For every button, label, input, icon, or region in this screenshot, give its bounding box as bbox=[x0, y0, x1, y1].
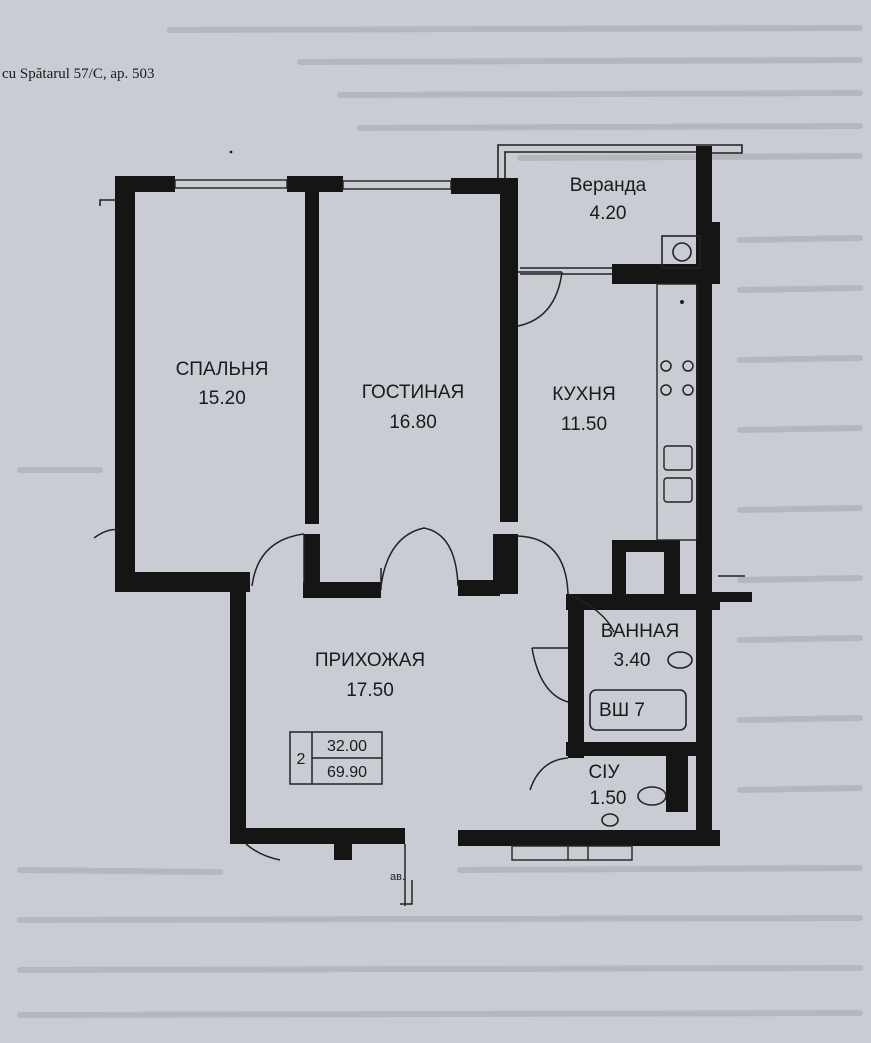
entrance-label: ав. bbox=[390, 871, 405, 883]
dot-mark bbox=[229, 150, 233, 154]
room-hallway-area: 17.50 bbox=[346, 680, 394, 701]
room-bathroom-area: 3.40 bbox=[614, 650, 651, 671]
room-bathroom-name: ВАННАЯ bbox=[601, 621, 680, 642]
room-bedroom-area: 15.20 bbox=[198, 388, 246, 409]
summary-total-area: 69.90 bbox=[327, 764, 367, 781]
room-kitchen-area: 11.50 bbox=[561, 414, 607, 435]
address-text: cu Spătarul 57/C, ap. 503 bbox=[2, 66, 154, 82]
background-text-lines bbox=[17, 25, 863, 1018]
room-kitchen-name: КУХНЯ bbox=[552, 384, 615, 405]
room-bedroom-name: СПАЛЬНЯ bbox=[176, 359, 269, 380]
walls bbox=[99, 146, 752, 860]
kitchen-fixtures bbox=[656, 235, 701, 541]
doors bbox=[93, 271, 615, 906]
room-hallway-name: ПРИХОЖАЯ bbox=[315, 650, 425, 671]
summary-rooms-count: 2 bbox=[297, 751, 306, 768]
bathroom-fixtures bbox=[589, 651, 693, 827]
room-living-name: ГОСТИНАЯ bbox=[362, 382, 464, 403]
room-veranda-name: Веранда bbox=[570, 175, 647, 196]
bottom-windows bbox=[511, 845, 633, 861]
room-toilet-area: 1.50 bbox=[590, 788, 627, 809]
summary-living-area: 32.00 bbox=[327, 738, 367, 755]
room-toilet-name: СIУ bbox=[588, 762, 620, 783]
area-summary-box: 2 32.00 69.90 bbox=[289, 731, 383, 785]
room-living-area: 16.80 bbox=[389, 412, 437, 433]
room-veranda-area: 4.20 bbox=[590, 203, 627, 224]
shower-label: ВШ 7 bbox=[599, 700, 645, 721]
